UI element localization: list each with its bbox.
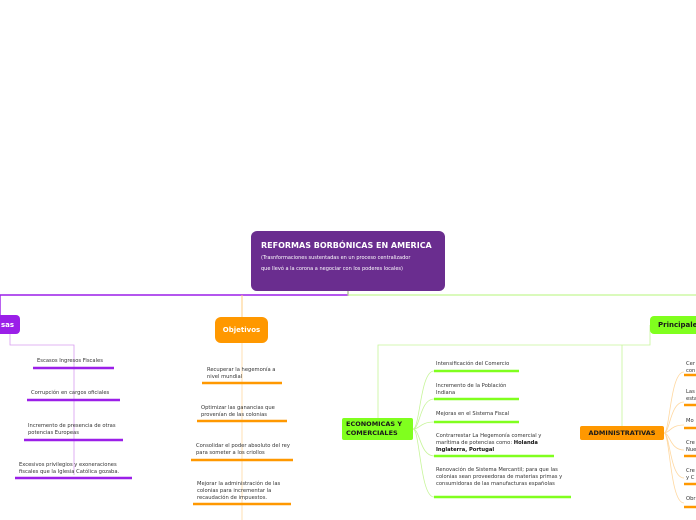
causas-topic[interactable]: sas <box>0 315 20 334</box>
administrativas-item-5-line1: Cre <box>686 468 695 474</box>
economicas-item-4-text: Contrarrestar La Hegemonía comercial y m… <box>436 433 542 446</box>
administrativas-item-3[interactable]: Mo <box>686 418 694 424</box>
causas-item-2[interactable]: Corrupción en cargos oficiales <box>31 390 110 396</box>
root-title: REFORMAS BORBÓNICAS EN AMERICA <box>261 241 432 250</box>
administrativas-item-2-line2: esta <box>686 396 696 402</box>
economicas-item-1[interactable]: Intensificación del Comercio <box>436 361 510 367</box>
administrativas-item-6[interactable]: Obr <box>686 496 696 502</box>
causas-item-4[interactable]: Excesivos privilegios y exoneraciones fi… <box>19 462 120 475</box>
administrativas-item-1[interactable]: Cer con <box>686 361 696 375</box>
economicas-topic[interactable]: ECONOMICAS Y COMERCIALES <box>342 418 413 440</box>
economicas-item-3[interactable]: Mejoras en el Sistema Fiscal <box>436 411 510 417</box>
root-subtitle-line2: que llevó a la corona a negociar con los… <box>261 266 403 272</box>
administrativas-item-2[interactable]: Las esta <box>686 389 696 403</box>
objetivos-item-1[interactable]: Recuperar la hegemonía a nivel mundial <box>207 367 276 380</box>
principales-topic[interactable]: Principales <box>650 316 696 334</box>
economicas-label-line2: COMERCIALES <box>346 429 398 437</box>
causas-item-3[interactable]: Incremento de presencia de otras potenci… <box>28 423 116 436</box>
administrativas-item-4-line2: Nue <box>686 447 696 453</box>
economicas-item-4-highlight: Holanda Inglaterra, Portugal <box>436 440 538 453</box>
administrativas-item-5[interactable]: Cre y C <box>686 468 696 482</box>
root-subtitle-line1: (Trasnformaciones sustentadas en un proc… <box>261 255 411 261</box>
administrativas-topic[interactable]: ADMINISTRATIVAS <box>580 426 664 440</box>
principales-label: Principales <box>658 321 696 329</box>
administrativas-item-1-line1: Cer <box>686 361 695 367</box>
administrativas-item-4[interactable]: Cre Nue <box>686 440 696 454</box>
economicas-item-2[interactable]: Incremento de la Población Indiana <box>436 383 507 396</box>
causas-label: sas <box>0 320 14 329</box>
administrativas-item-1-line2: con <box>686 368 696 374</box>
administrativas-label: ADMINISTRATIVAS <box>588 429 656 437</box>
objetivos-item-2[interactable]: Optimizar las ganancias que provenían de… <box>201 405 275 418</box>
administrativas-item-4-line1: Cre <box>686 440 695 446</box>
economicas-item-5[interactable]: Renovación de Sistema Mercantil; para qu… <box>436 467 563 487</box>
objetivos-topic[interactable]: Objetivos <box>215 317 268 343</box>
root-topic[interactable]: REFORMAS BORBÓNICAS EN AMERICA (Trasnfor… <box>251 231 445 291</box>
objetivos-label: Objetivos <box>222 326 261 334</box>
economicas-label-line1: ECONOMICAS Y <box>346 420 403 428</box>
administrativas-item-5-line2: y C <box>686 475 695 481</box>
objetivos-item-4[interactable]: Mejorar la administración de las colonia… <box>197 481 281 501</box>
objetivos-item-3[interactable]: Consolidar el poder absoluto del rey par… <box>196 443 290 456</box>
economicas-item-4[interactable]: Contrarrestar La Hegemonía comercial y m… <box>436 433 551 454</box>
causas-item-1[interactable]: Escasos Ingresos Fiscales <box>37 358 103 364</box>
administrativas-item-2-line1: Las <box>686 389 695 395</box>
